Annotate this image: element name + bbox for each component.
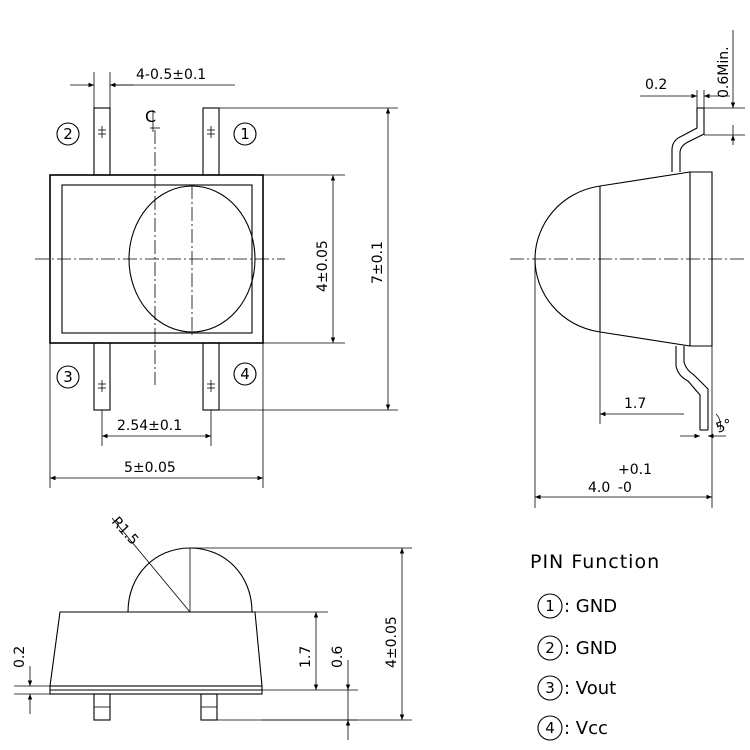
pin-function-table: PIN Function 1 : GND 2 : GND 3 : Vout 4 …	[530, 551, 660, 741]
pin-label-3: 3	[56, 365, 80, 389]
front-view: R1.5 0.2 1.7 0.6 4±0.05	[12, 514, 412, 740]
svg-text:: Vcc: : Vcc	[564, 718, 608, 739]
pin-label-1: 1	[233, 122, 257, 146]
svg-text:: GND: : GND	[564, 596, 617, 617]
front-lead-thickness-dim: 0.2	[12, 646, 28, 668]
side-lens-offset-dim: 1.7	[624, 396, 646, 412]
pin-row-2: 2 : GND	[537, 635, 617, 661]
side-lead-top	[671, 108, 698, 172]
front-body	[49, 611, 263, 687]
side-length-tol-minus: -0	[618, 480, 632, 496]
side-lead-length-dim: 0.6Min.	[716, 46, 732, 98]
pin-row-3: 3 : Vout	[537, 675, 616, 701]
pin-function-title: PIN Function	[530, 551, 660, 573]
side-bend-angle-dim: 5°	[714, 416, 734, 436]
total-height-dim: 7±0.1	[370, 241, 386, 284]
side-body	[599, 171, 691, 347]
side-length-tol-plus: +0.1	[618, 462, 652, 478]
front-body-height-dim: 0.6	[330, 646, 346, 668]
pitch-dim: 2.54±0.1	[117, 418, 182, 434]
lead-2	[93, 107, 111, 176]
pin-label-4: 4	[233, 362, 257, 386]
pin-row-4: 4 : Vcc	[537, 715, 608, 741]
centerline-symbol: C	[145, 107, 156, 126]
svg-text:1: 1	[545, 597, 555, 615]
side-view: 0.2 0.6Min. 1.7 5° 4.0 +0.1 -0	[510, 30, 745, 508]
svg-text:3: 3	[545, 679, 555, 697]
lead-4	[202, 342, 220, 411]
side-length-value: 4.0	[588, 480, 610, 496]
svg-text:4: 4	[545, 719, 555, 737]
side-lead-bottom	[675, 346, 701, 430]
pin-label-2: 2	[56, 122, 80, 146]
body-height-dim: 4±0.05	[315, 240, 331, 292]
lead-1	[202, 107, 220, 176]
svg-text:3: 3	[63, 368, 73, 386]
front-radius-dim: R1.5	[108, 514, 141, 548]
body-width-dim: 5±0.05	[124, 460, 176, 476]
svg-text:: GND: : GND	[564, 638, 617, 659]
front-total-height-dim: 4±0.05	[384, 616, 400, 668]
svg-text:2: 2	[63, 125, 73, 143]
lead-3	[93, 342, 111, 411]
svg-text:1: 1	[240, 125, 250, 143]
lead-width-dim: 4-0.5±0.1	[136, 67, 206, 83]
svg-text:4: 4	[240, 365, 250, 383]
svg-text:2: 2	[545, 639, 555, 657]
front-lens-base-dim: 1.7	[298, 646, 314, 668]
side-lead-thickness-dim: 0.2	[645, 77, 667, 93]
top-view: 4-0.5±0.1 C 2 1 3 4 4±0.05 7±0.1	[35, 67, 398, 488]
pin-row-1: 1 : GND	[537, 593, 617, 619]
svg-text:: Vout: : Vout	[564, 678, 616, 699]
